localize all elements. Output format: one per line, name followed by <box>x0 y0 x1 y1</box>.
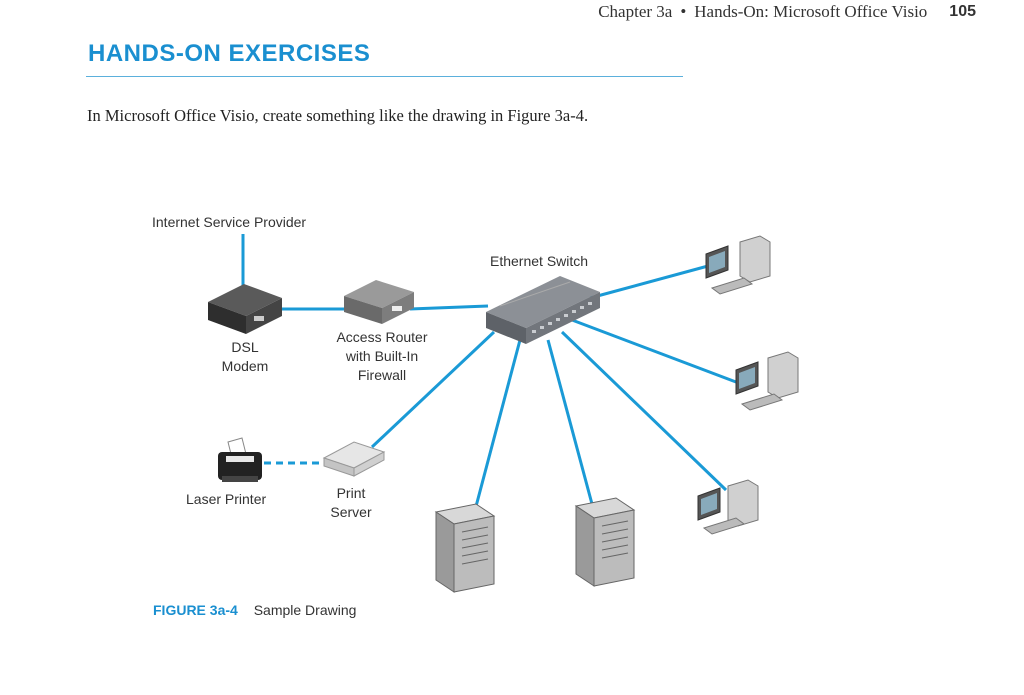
server-icon-2 <box>574 497 636 587</box>
switch-label: Ethernet Switch <box>490 253 589 269</box>
switch-pc3-link <box>560 330 728 492</box>
print-server-label-line1: Print <box>336 485 366 501</box>
figure-caption-text: Sample Drawing <box>253 602 357 618</box>
modem-label: DSL Modem <box>205 338 285 376</box>
switch-pc1-link <box>589 264 709 300</box>
section-label: Hands-On: Microsoft Office Visio <box>694 2 928 21</box>
router-label-line3: Firewall <box>357 367 407 383</box>
router-label: Access Router with Built-In Firewall <box>322 328 442 385</box>
instruction-text: In Microsoft Office Visio, create someth… <box>87 106 589 125</box>
modem-label-line1: DSL <box>231 339 259 355</box>
dsl-modem-icon <box>208 284 282 334</box>
modem-label-line2: Modem <box>221 358 269 374</box>
section-title: HANDS-ON EXERCISES <box>88 40 371 67</box>
router-label-line2: with Built-In <box>345 348 419 364</box>
router-switch-link <box>409 304 489 311</box>
switch-server2-link <box>546 339 594 505</box>
chapter-label: Chapter 3a <box>598 2 673 21</box>
print-server-icon <box>322 441 386 477</box>
connection-lines <box>241 234 737 515</box>
figure-number: FIGURE 3a-4 <box>153 602 238 618</box>
workstation-icon-1 <box>705 235 771 295</box>
server-icon-1 <box>434 503 496 593</box>
page-number: 105 <box>949 3 976 20</box>
router-label-line1: Access Router <box>336 329 428 345</box>
isp-label: Internet Service Provider <box>152 214 307 230</box>
laser-printer-icon <box>218 437 262 482</box>
figure-caption: FIGURE 3a-4 Sample Drawing <box>153 602 356 618</box>
switch-pc2-link <box>571 318 737 384</box>
running-header: Chapter 3a • Hands-On: Microsoft Office … <box>598 0 976 24</box>
print-server-label: Print Server <box>321 484 381 522</box>
ethernet-switch-icon <box>486 276 600 344</box>
printer-label: Laser Printer <box>186 491 267 507</box>
access-router-icon <box>344 280 414 324</box>
title-rule <box>86 76 683 77</box>
switch-printserver-link <box>370 330 496 449</box>
workstation-icon-3 <box>697 479 759 535</box>
workstation-icon-2 <box>735 351 799 411</box>
print-server-label-line2: Server <box>330 504 372 520</box>
header-bullet: • <box>680 2 687 21</box>
switch-server1-link <box>472 339 522 515</box>
